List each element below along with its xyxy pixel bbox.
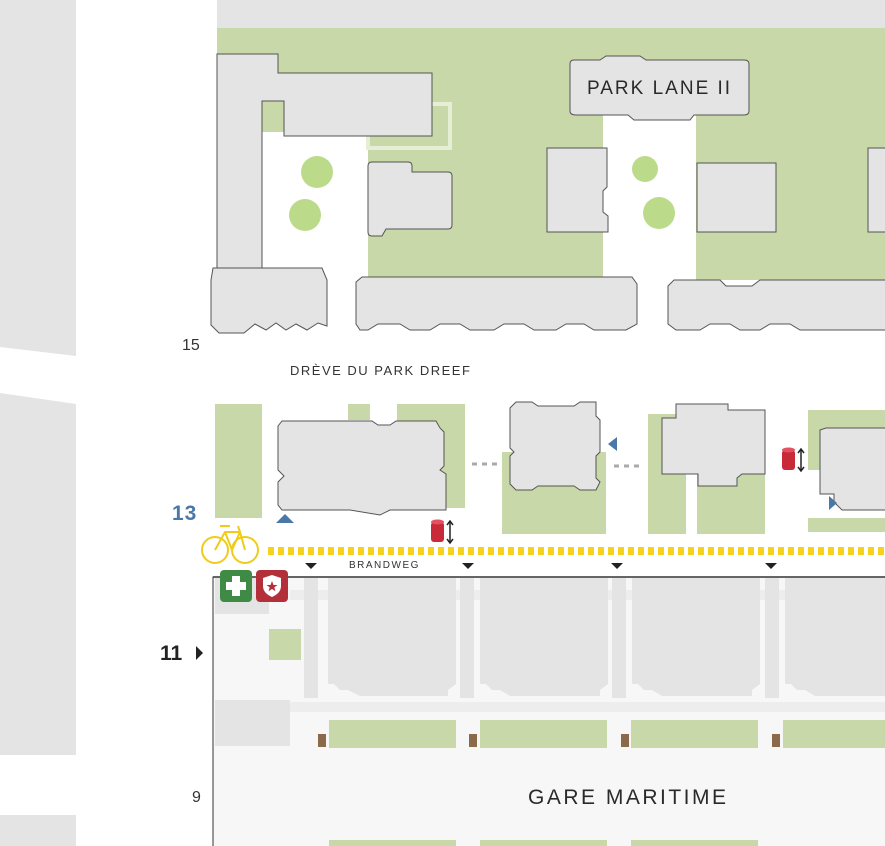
building-label-park-lane: PARK LANE II [587, 78, 733, 99]
entrance-arrow-icon [276, 514, 294, 523]
building-mid-block [546, 147, 609, 233]
floor-number-13: 13 [172, 502, 198, 525]
tree [632, 156, 658, 182]
bollard-icon [782, 447, 805, 473]
left-building-top [0, 0, 76, 356]
planter [631, 840, 758, 846]
building-label-gare-maritime: GARE MARITIME [528, 786, 729, 809]
building-park-lane-label [569, 55, 750, 121]
street-label-brandweg: BRANDWEG [349, 560, 420, 571]
down-arrow-icon [611, 563, 623, 569]
planter [480, 840, 607, 846]
entrance-arrow-icon [608, 437, 617, 451]
planter [783, 720, 885, 748]
courtyard-path [320, 260, 368, 282]
bin-icon [318, 734, 326, 747]
hall-block [785, 578, 885, 696]
security-shield-icon [256, 570, 288, 602]
building-13-a [277, 420, 447, 516]
planter [329, 720, 456, 748]
hall-block [480, 578, 608, 696]
bollard-icon [431, 519, 454, 545]
left-building-bottom [0, 815, 76, 846]
floor-number-15: 15 [182, 337, 200, 354]
planter [480, 720, 607, 748]
building-row-right [667, 279, 885, 331]
bicycle-icon [201, 525, 259, 564]
entrance-arrow-icon [829, 496, 837, 510]
building-right-block [696, 162, 777, 233]
down-arrow-icon [305, 563, 317, 569]
floor-number-9: 9 [192, 789, 201, 806]
building-small [367, 161, 453, 237]
hall-block [632, 578, 760, 696]
green-patch [808, 518, 885, 532]
building-edge-right [867, 147, 885, 233]
floor-pointer-icon [196, 646, 203, 660]
down-arrow-icon [765, 563, 777, 569]
courtyard-path-2 [636, 255, 666, 282]
green-strip [215, 404, 262, 518]
building-13-b [509, 401, 601, 491]
tree [301, 156, 333, 188]
floor-number-11: 11 [160, 642, 183, 665]
bin-icon [469, 734, 477, 747]
hall-separator [765, 578, 779, 698]
hall-separator [460, 578, 474, 698]
hall-floor-band [290, 702, 885, 712]
down-arrow-icon [462, 563, 474, 569]
building-13-c [661, 403, 766, 487]
building-13-d [819, 427, 885, 511]
hall-block [215, 700, 290, 746]
tree [289, 199, 321, 231]
bin-icon [772, 734, 780, 747]
left-building-mid [0, 393, 76, 755]
green-patch [269, 629, 301, 660]
top-strip [217, 0, 885, 28]
courtyard-center [603, 112, 696, 280]
hall-block [328, 578, 456, 696]
green-patch [348, 404, 370, 420]
tree [643, 197, 675, 229]
building-row-mid [355, 276, 638, 331]
hall-floor-band [290, 590, 885, 600]
bin-icon [621, 734, 629, 747]
planter [329, 840, 456, 846]
hall-separator [304, 578, 318, 698]
building-row-left [210, 267, 328, 334]
hall-separator [612, 578, 626, 698]
first-aid-cross-icon [220, 570, 252, 602]
planter [631, 720, 758, 748]
street-label-dreve: DRÈVE DU PARK DREEF [290, 363, 472, 378]
